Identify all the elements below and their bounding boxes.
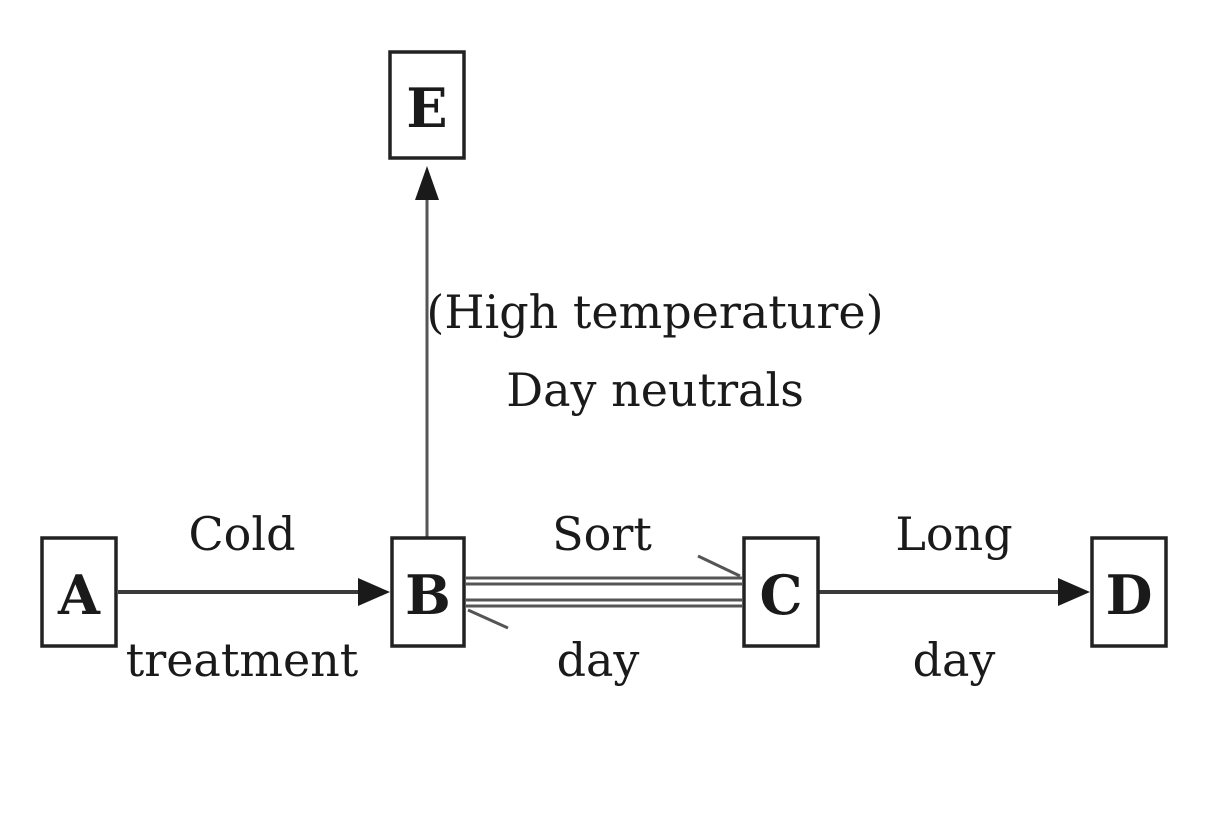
- node-b: B: [390, 536, 466, 648]
- edge-c-to-d-arrowhead: [1058, 578, 1090, 606]
- edge-a-to-b-top-label: Cold: [188, 507, 295, 561]
- node-d-label: D: [1106, 563, 1153, 627]
- edge-b-to-e-arrowhead: [415, 166, 439, 200]
- edge-c-to-d-top-label: Long: [895, 507, 1012, 561]
- edge-a-to-b-arrowhead: [358, 578, 390, 606]
- edge-a-to-b-bottom-label: treatment: [126, 633, 359, 687]
- node-a-label: A: [57, 563, 101, 627]
- node-e-label: E: [406, 76, 447, 140]
- node-c-box: [742, 536, 820, 648]
- edge-b-to-c-bottom-label: day: [557, 633, 640, 687]
- node-b-box: [390, 536, 466, 648]
- edge-c-to-d-bottom-label: day: [913, 633, 996, 687]
- edge-b-to-c-top-label: Sort: [552, 507, 652, 561]
- edge-b-to-e-line1-label: (High temperature): [426, 285, 883, 339]
- node-b-label: B: [405, 563, 451, 627]
- edge-c-to-b-arrow-barb: [467, 608, 509, 630]
- edge-b-to-c: [466, 554, 742, 630]
- edge-b-to-e: [415, 166, 439, 538]
- edge-a-to-b: [118, 578, 390, 606]
- node-d-box: [1090, 536, 1168, 648]
- node-e-box: [388, 50, 466, 160]
- node-e: E: [388, 50, 466, 160]
- node-c-label: C: [760, 563, 803, 627]
- edge-c-to-d: [818, 578, 1090, 606]
- edge-b-to-c-arrow-barb: [697, 554, 741, 578]
- node-a: A: [40, 536, 118, 648]
- node-d: D: [1090, 536, 1168, 648]
- node-c: C: [742, 536, 820, 648]
- edge-b-to-e-line2-label: Day neutrals: [506, 363, 804, 417]
- node-a-box: [40, 536, 118, 648]
